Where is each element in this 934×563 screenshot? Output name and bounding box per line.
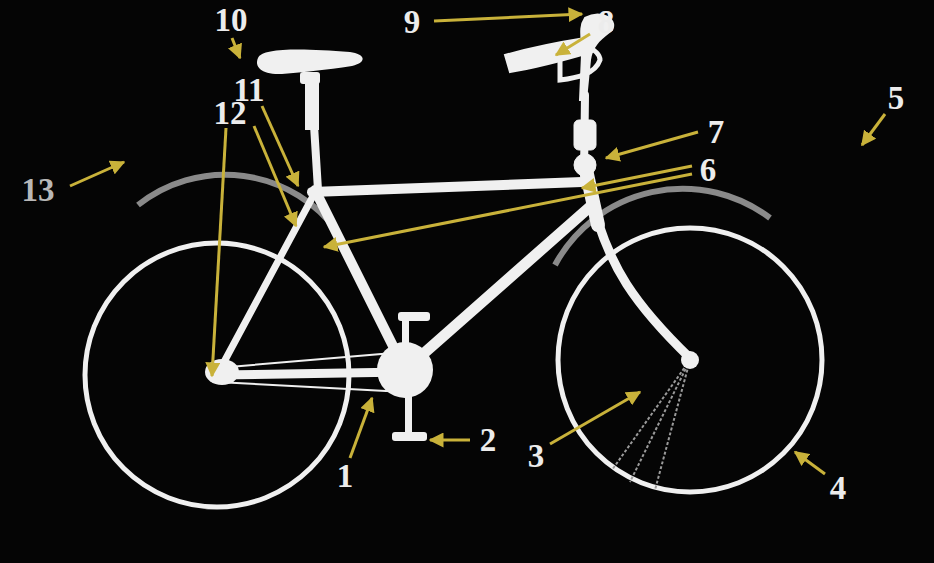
callout-number: 5: [888, 82, 905, 115]
frame: [217, 95, 690, 392]
leader-lines: [70, 14, 885, 474]
callout-number: 8: [598, 6, 615, 39]
drivetrain: [205, 312, 699, 441]
callout-number: 3: [528, 440, 545, 473]
callout-number: 10: [215, 4, 248, 37]
callout-number: 2: [480, 424, 497, 457]
fender: [138, 175, 770, 265]
spokes: [612, 360, 690, 490]
saddle: [257, 50, 363, 130]
wheel: [85, 228, 822, 507]
callout-number: 1: [337, 460, 354, 493]
callout-number: 6: [700, 154, 717, 187]
callout-number: 9: [404, 6, 421, 39]
callout-number: 7: [708, 116, 725, 149]
callout-number: 4: [830, 472, 847, 505]
callout-number: 13: [22, 174, 55, 207]
callout-number: 12: [214, 97, 247, 130]
handlebars: [505, 15, 613, 176]
